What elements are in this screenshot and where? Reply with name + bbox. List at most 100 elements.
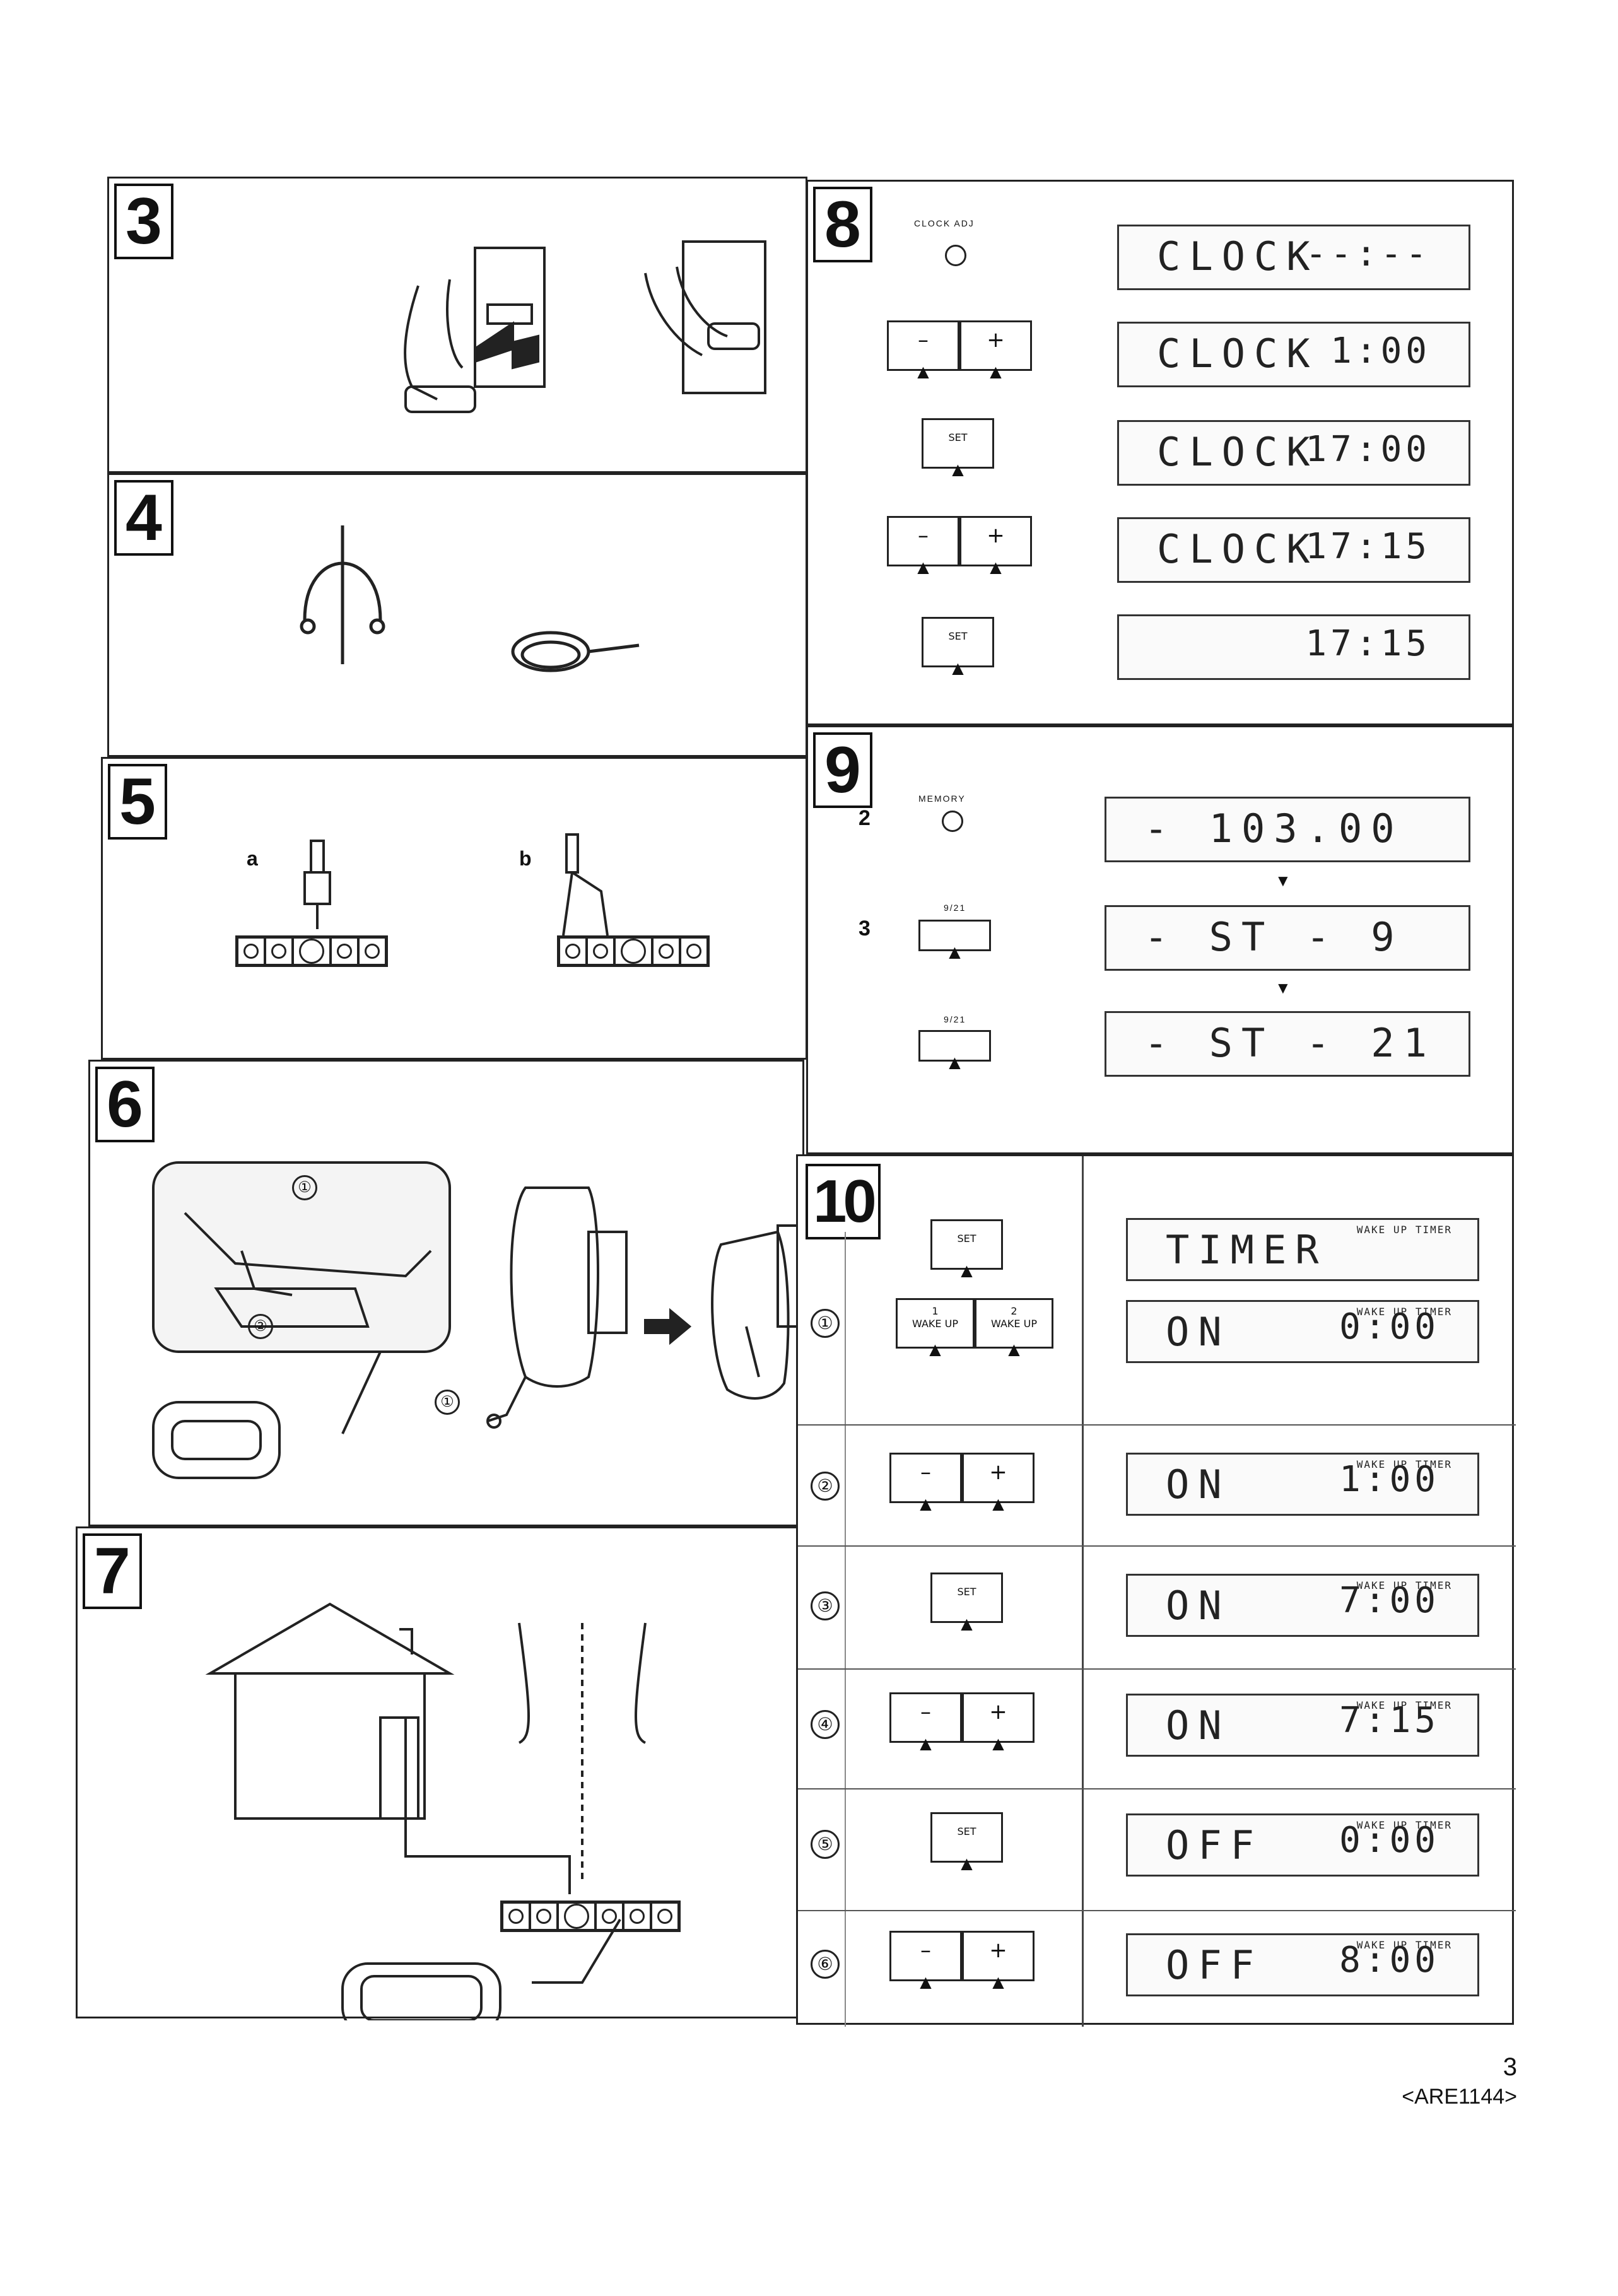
panel-4: 4: [107, 473, 807, 757]
panel-8: 8 CLOCK ADJ –▲ +▲ SET▲ –▲ +▲ SET▲ CLOCK …: [806, 180, 1514, 725]
clock-adj-label: CLOCK ADJ: [914, 218, 975, 228]
terminal: [651, 1902, 679, 1930]
memory-label: MEMORY: [918, 794, 966, 804]
panel-number: 10: [806, 1164, 881, 1239]
terminal: [595, 1902, 623, 1930]
lcd-value: 7:15: [1339, 1700, 1439, 1741]
page-number: 3: [1503, 2053, 1517, 2081]
terminal: [358, 937, 386, 965]
minus-plus-buttons: –▲ +▲: [889, 1931, 1035, 1989]
terminal: [237, 937, 265, 965]
step-2-marker: ②: [811, 1472, 840, 1501]
connector-plug-illustration: [303, 833, 609, 936]
clock-adj-knob[interactable]: [945, 245, 966, 266]
lcd-value: 0:00: [1339, 1820, 1439, 1861]
minus-button[interactable]: –▲: [887, 320, 959, 379]
lcd-text: ON: [1166, 1461, 1231, 1508]
terminal-coax: [558, 1902, 595, 1930]
set-button[interactable]: SET▲: [930, 1219, 1003, 1278]
step-3-label: 3: [859, 917, 871, 940]
document-code: <ARE1144>: [1402, 2085, 1517, 2109]
preset-921-button[interactable]: ▲: [918, 1030, 991, 1070]
terminal: [680, 937, 708, 965]
lcd-value: 0:00: [1339, 1306, 1439, 1347]
indicators: WAKE UP TIMER: [1356, 1819, 1452, 1831]
terminal: [502, 1902, 530, 1930]
preset-921-button[interactable]: ▲: [918, 920, 991, 959]
plus-button[interactable]: +▲: [962, 1453, 1035, 1511]
lcd-value: 17:00: [1305, 429, 1431, 470]
step-6-marker: ⑥: [811, 1950, 840, 1979]
row-divider: [798, 1424, 1516, 1426]
panel-number: 6: [95, 1067, 155, 1142]
plus-button[interactable]: +▲: [959, 320, 1032, 379]
minus-button[interactable]: –▲: [889, 1453, 962, 1511]
minus-button[interactable]: –▲: [887, 516, 959, 575]
lcd-text: - 103.00: [1144, 805, 1404, 852]
row-divider: [798, 1668, 1516, 1670]
plus-button[interactable]: +▲: [962, 1931, 1035, 1989]
panel-5: 5 a b: [101, 757, 807, 1060]
step-4-marker: ④: [811, 1710, 840, 1739]
inner-divider: [845, 1232, 846, 2027]
terminal-coax: [293, 937, 331, 965]
plus-button[interactable]: +▲: [959, 516, 1032, 575]
indicators: WAKE UP TIMER: [1356, 1699, 1452, 1711]
set-button[interactable]: SET▲: [930, 1812, 1003, 1871]
lcd-display-a: ON WAKE UP TIMER 0:00: [1126, 1300, 1479, 1363]
lcd-display-1: - 103.00: [1105, 797, 1470, 862]
lcd-text: ON: [1166, 1583, 1231, 1629]
set-button[interactable]: SET▲: [922, 418, 994, 477]
minus-plus-buttons: –▲ +▲: [889, 1692, 1035, 1751]
outdoor-antenna-illustration: [205, 1602, 647, 2020]
set-button[interactable]: SET▲: [922, 617, 994, 676]
panel-9: 9 2 MEMORY 3 9/21 ▲ 9/21 ▲ - 103.00 ▼ - …: [806, 725, 1514, 1154]
lcd-text: TIMER: [1166, 1227, 1328, 1273]
lcd-value: 17:15: [1305, 623, 1431, 664]
preset-921-label: 9/21: [944, 1014, 966, 1024]
minus-plus-buttons: –▲ +▲: [889, 1453, 1035, 1511]
memory-knob[interactable]: [942, 811, 963, 832]
lcd-text: CLOCK: [1157, 233, 1319, 279]
panel-3: 3: [107, 177, 807, 473]
panel-number: 4: [114, 480, 173, 556]
set-button[interactable]: SET▲: [930, 1573, 1003, 1631]
antenna-terminal-block: [500, 1901, 681, 1932]
minus-button[interactable]: –▲: [889, 1692, 962, 1751]
terminal-coax: [614, 937, 652, 965]
plus-button[interactable]: +▲: [962, 1692, 1035, 1751]
label-a: a: [247, 847, 258, 870]
terminal: [559, 937, 587, 965]
down-arrow-icon: ▼: [1275, 871, 1291, 890]
column-divider: [1082, 1156, 1084, 2027]
minus-button[interactable]: –▲: [889, 1931, 962, 1989]
preset-921-label: 9/21: [944, 903, 966, 913]
lcd-text: CLOCK: [1157, 429, 1319, 475]
lcd-display-b: ON WAKE UP TIMER 1:00: [1126, 1453, 1479, 1516]
lcd-display-2: CLOCK 1:00: [1117, 322, 1470, 387]
lcd-display-1: CLOCK --:--: [1117, 225, 1470, 290]
antenna-and-cable-illustration: [300, 525, 640, 672]
lcd-text: OFF: [1166, 1822, 1263, 1868]
terminal: [331, 937, 358, 965]
indicators: WAKE UP TIMER: [1356, 1939, 1452, 1951]
terminal: [587, 937, 614, 965]
lcd-display-timer: TIMER WAKE UP TIMER: [1126, 1218, 1479, 1281]
antenna-terminal-block-a: [235, 935, 388, 967]
panel-number: 5: [108, 764, 167, 840]
panel-number: 8: [813, 187, 872, 262]
lcd-display-d: ON WAKE UP TIMER 7:15: [1126, 1694, 1479, 1757]
lcd-text: - ST - 21: [1144, 1020, 1436, 1066]
lcd-text: ON: [1166, 1702, 1231, 1748]
terminal: [530, 1902, 558, 1930]
minus-plus-buttons-1: –▲ +▲: [887, 320, 1032, 379]
step-5-marker: ⑤: [811, 1830, 840, 1859]
lcd-display-3: CLOCK 17:00: [1117, 420, 1470, 486]
lcd-text: CLOCK: [1157, 526, 1319, 572]
step-1-marker: ①: [811, 1309, 840, 1338]
panel-6: 6 ① ② ①: [88, 1060, 804, 1526]
lcd-display-3: - ST - 21: [1105, 1011, 1470, 1077]
lcd-value: 7:00: [1339, 1580, 1439, 1621]
